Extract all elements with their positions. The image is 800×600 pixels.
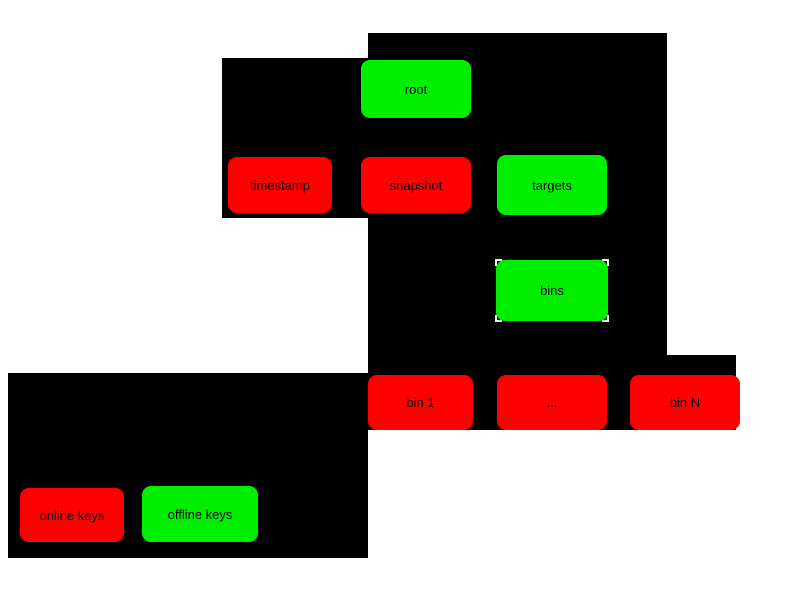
- node-label-targets: targets: [532, 177, 572, 193]
- selection-handle-tl-icon[interactable]: [495, 259, 502, 266]
- node-label-online-keys: online keys: [39, 507, 105, 523]
- node-label-snapshot: snapshot: [389, 177, 443, 193]
- node-bins[interactable]: bins: [495, 259, 609, 322]
- node-label-bins: bins: [540, 283, 564, 298]
- selection-handle-br-icon[interactable]: [602, 315, 609, 322]
- selection-handle-bl-icon[interactable]: [495, 315, 502, 322]
- node-timestamp[interactable]: timestamp: [228, 157, 332, 213]
- node-offline-keys[interactable]: offline keys: [142, 486, 258, 542]
- node-bin-1[interactable]: bin 1: [368, 375, 473, 430]
- node-label-offline-keys: offline keys: [167, 506, 233, 522]
- node-bin-n[interactable]: bin N: [630, 375, 740, 430]
- node-root[interactable]: root: [361, 60, 471, 118]
- node-label-root: root: [404, 81, 428, 97]
- node-bin-ellipsis[interactable]: ...: [497, 375, 607, 430]
- node-label-bin-n: bin N: [669, 395, 701, 410]
- node-label-bin-1: bin 1: [406, 395, 435, 410]
- node-targets[interactable]: targets: [497, 155, 607, 215]
- node-online-keys[interactable]: online keys: [20, 488, 124, 542]
- node-snapshot[interactable]: snapshot: [361, 157, 471, 213]
- node-label-bin-ellipsis: ...: [546, 395, 558, 410]
- selection-handle-tr-icon[interactable]: [602, 259, 609, 266]
- node-label-timestamp: timestamp: [250, 177, 310, 193]
